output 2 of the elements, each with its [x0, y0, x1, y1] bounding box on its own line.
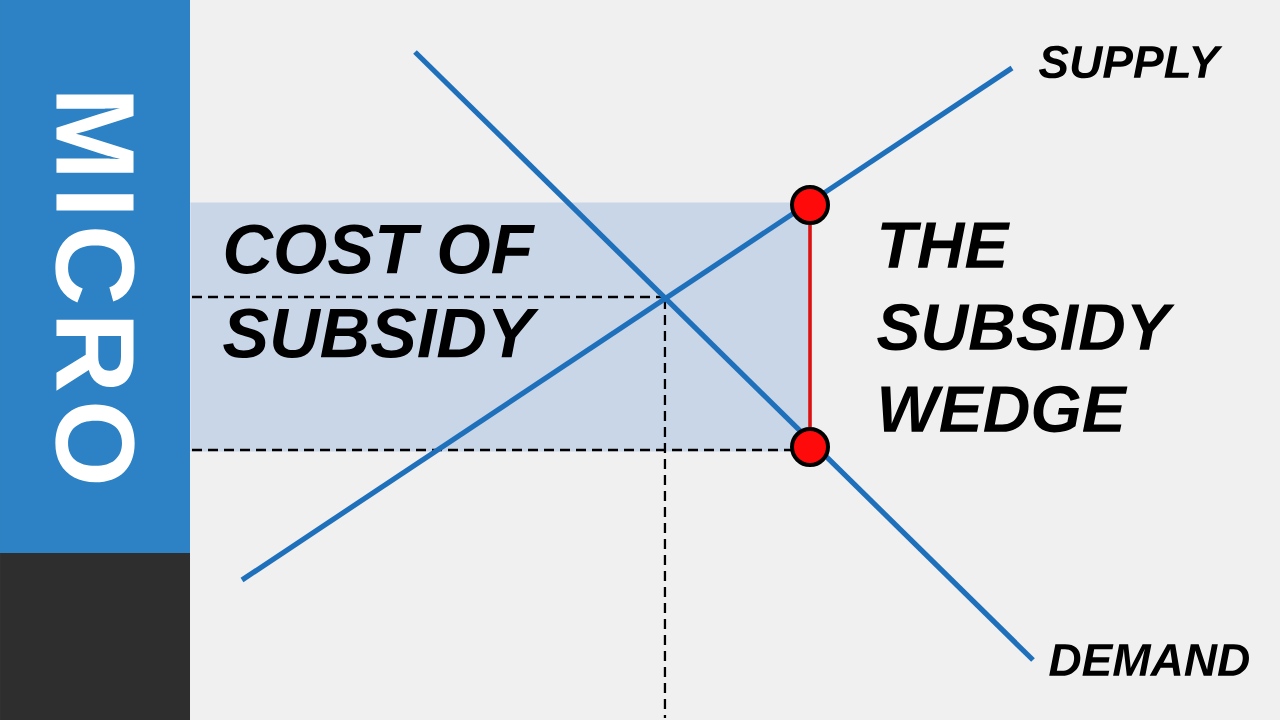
curve-label: SUPPLY [1038, 45, 1223, 79]
curve-label: DEMAND [1049, 644, 1249, 676]
